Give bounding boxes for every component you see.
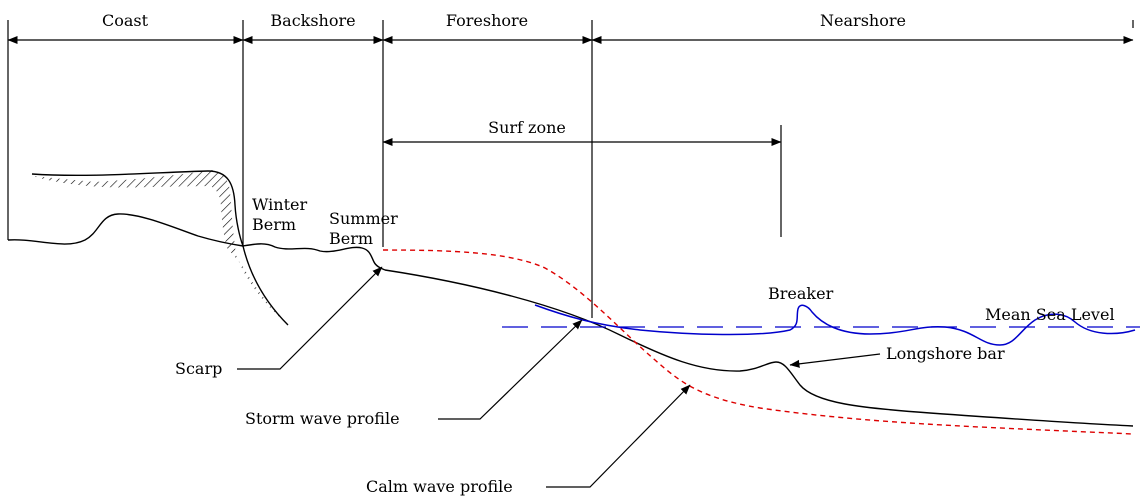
rock-hatched-area [32,170,288,325]
zone-label-foreshore: Foreshore [446,11,528,30]
breaking-wave-line [534,304,1136,346]
calm-wave-profile-leader [546,384,691,488]
storm-wave-profile [384,269,1134,427]
breaker-label: Breaker [768,284,834,303]
longshore-bar-label: Longshore bar [886,344,1005,363]
winter-berm-label-line1: Winter [252,195,307,214]
zone-label-nearshore: Nearshore [820,11,906,30]
calm-wave-profile-label: Calm wave profile [366,477,513,496]
zone-label-coast: Coast [102,11,149,30]
calm-wave-profile [382,249,1134,435]
mean-sea-level-label: Mean Sea Level [985,305,1115,324]
longshore-bar-leader [789,353,881,368]
surf-zone-label: Surf zone [488,118,566,137]
storm-wave-profile-label: Storm wave profile [245,409,400,428]
winter-berm-label-line2: Berm [252,215,296,234]
storm-wave-profile-leader [438,319,583,420]
zone-boundaries [7,20,1134,318]
zone-label-backshore: Backshore [270,11,355,30]
berm-profile-line [242,243,386,271]
coast-profile-line [7,213,244,247]
scarp-label: Scarp [175,359,222,378]
summer-berm-label-line1: Summer [329,209,398,228]
scarp-leader [237,266,383,370]
cliff-top-line [31,170,244,247]
zone-arrows [7,36,1134,146]
summer-berm-label-line2: Berm [329,229,373,248]
cliff-face-line [242,245,289,326]
